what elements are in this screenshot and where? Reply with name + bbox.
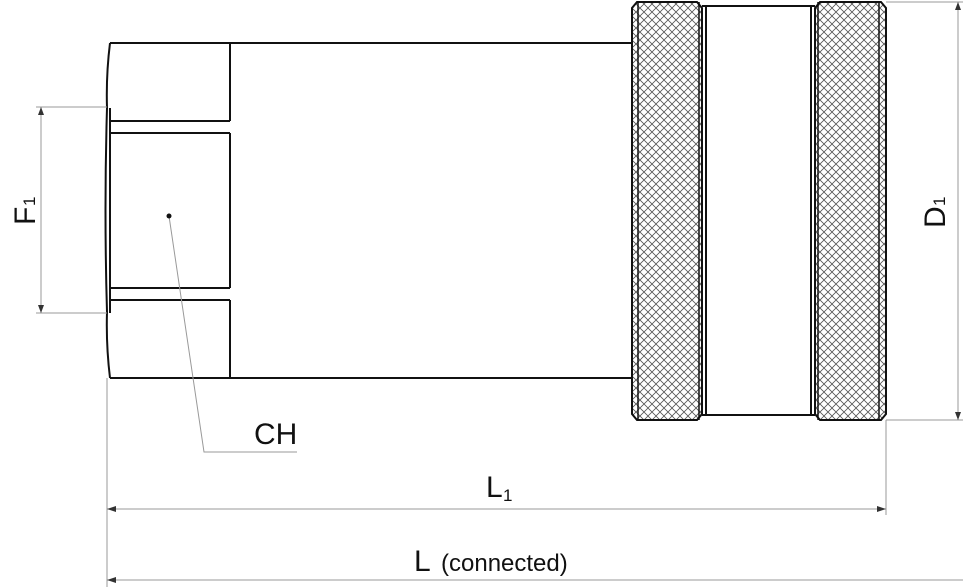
d1-label: D 1 xyxy=(919,197,952,228)
ch-label: CH xyxy=(254,418,297,451)
hex-nut xyxy=(104,42,633,379)
sleeve-center xyxy=(702,5,815,416)
f1-label-sub: 1 xyxy=(20,197,39,206)
knurled-sleeve-right xyxy=(814,1,887,421)
ch-leader-dot xyxy=(166,213,172,219)
f1-label: F 1 xyxy=(9,197,42,225)
l-label-main: L xyxy=(414,545,431,578)
l1-label-sub: 1 xyxy=(503,486,512,505)
l-label-note: (connected) xyxy=(441,550,568,577)
l1-label-main: L xyxy=(486,471,503,504)
knurled-sleeve-left xyxy=(631,1,703,421)
dimension-arrows xyxy=(38,2,961,583)
dimension-lines xyxy=(36,1,963,587)
f1-label-main: F xyxy=(9,207,42,225)
d1-label-main: D xyxy=(919,206,952,228)
d1-label-sub: 1 xyxy=(930,197,949,206)
